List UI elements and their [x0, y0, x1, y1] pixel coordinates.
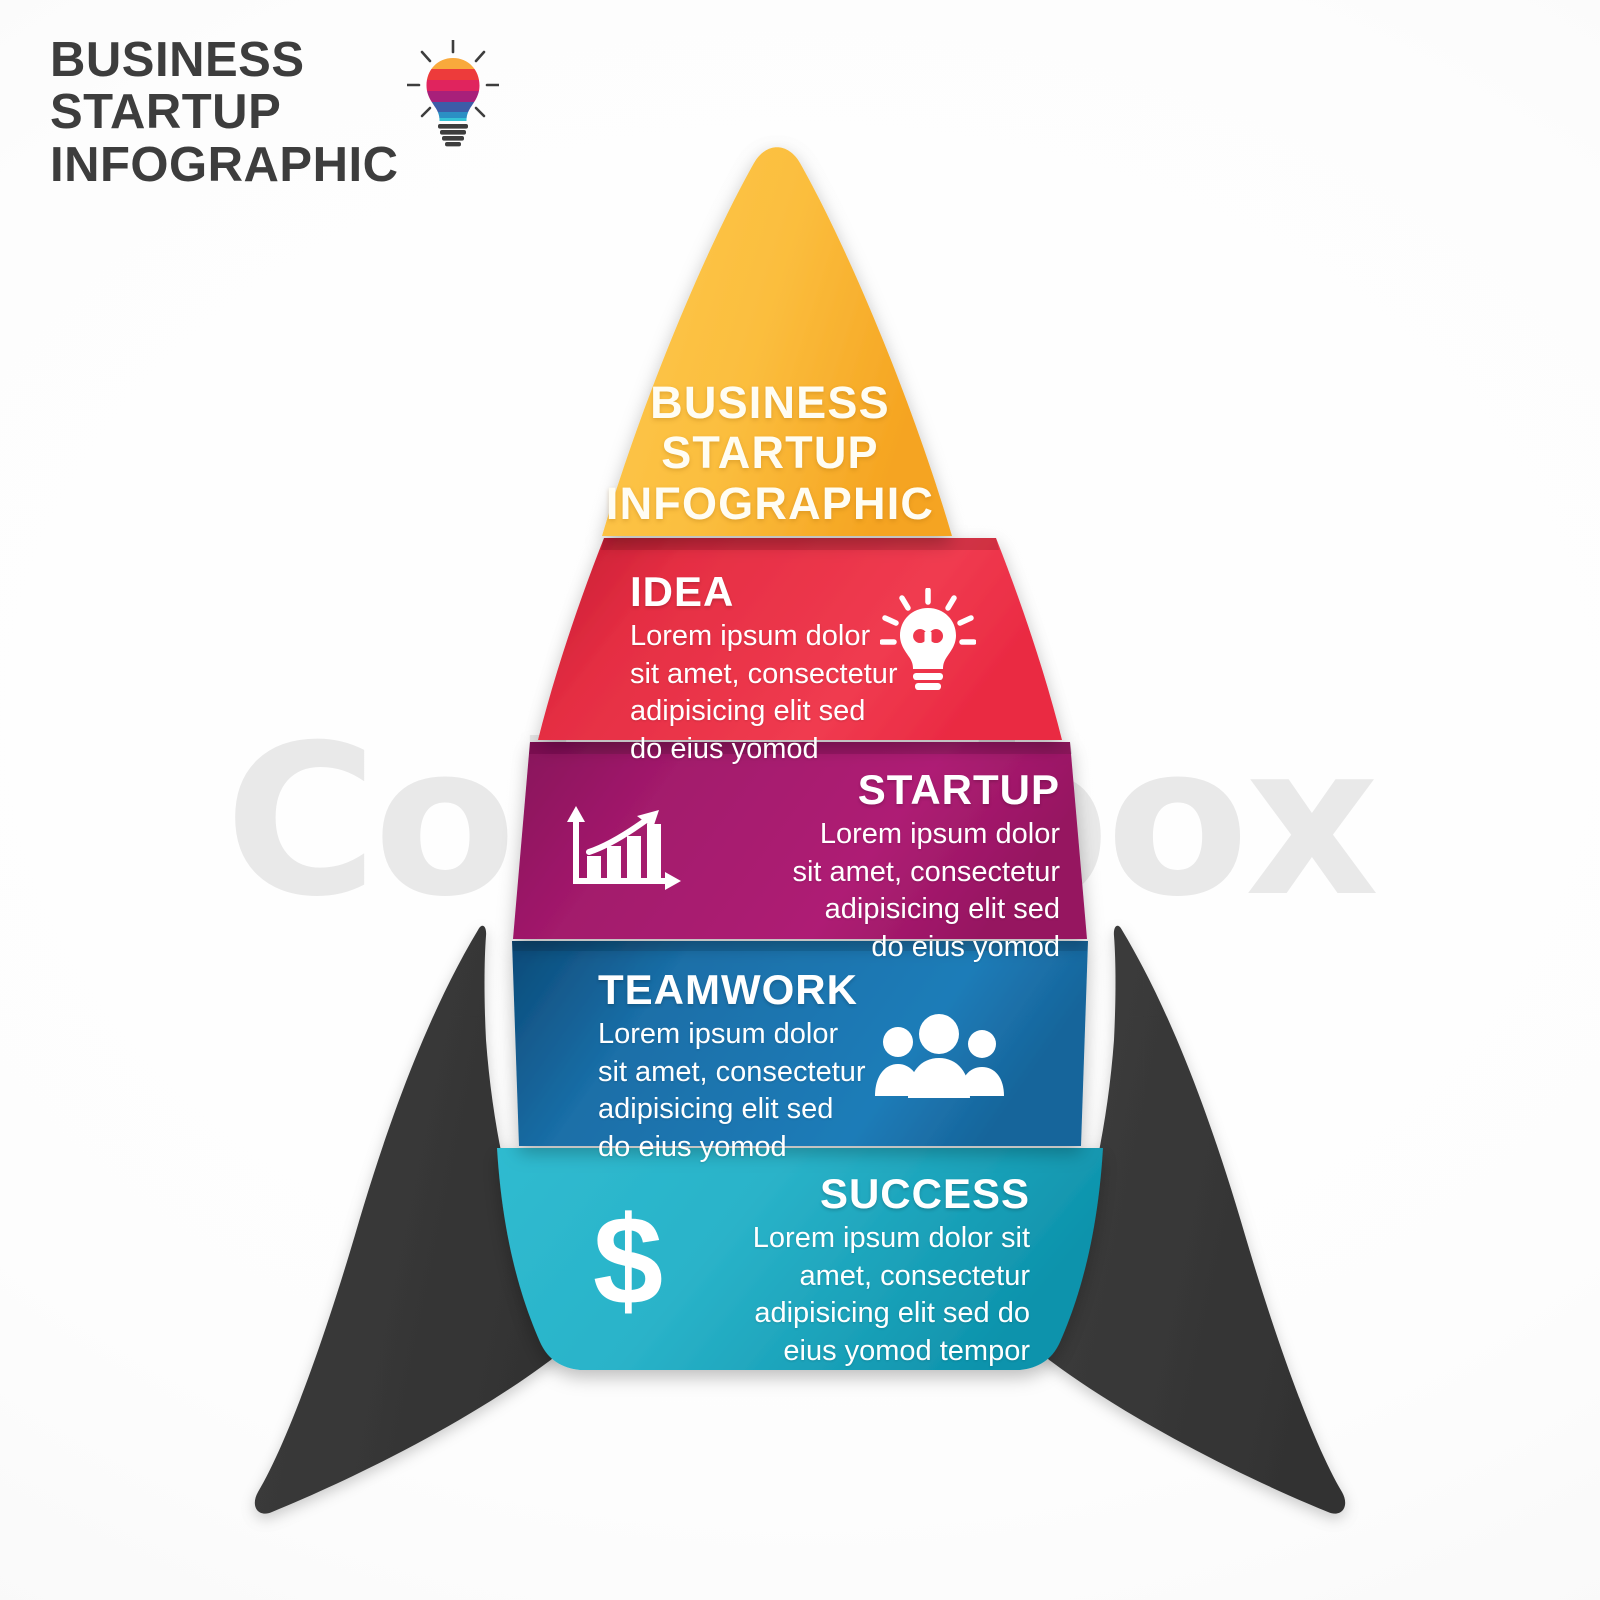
- band-teamwork-body: Lorem ipsum dolor sit amet, consectetur …: [598, 1018, 866, 1164]
- band-success-text: SUCCESS Lorem ipsum dolor sit amet, cons…: [650, 1170, 1030, 1371]
- nose-cone-title: BUSINESS STARTUP INFOGRAPHIC: [605, 377, 935, 529]
- band-teamwork-text: TEAMWORK Lorem ipsum dolor sit amet, con…: [598, 966, 938, 1167]
- band-startup[interactable]: [513, 742, 1087, 939]
- lightbulb-icon: [879, 587, 977, 701]
- bar-chart-growth-icon: [565, 800, 683, 905]
- band-startup-body: Lorem ipsum dolor sit amet, consectetur …: [792, 818, 1060, 964]
- band-success-title: SUCCESS: [819, 1170, 1030, 1217]
- band-startup-text: STARTUP Lorem ipsum dolor sit amet, cons…: [700, 766, 1060, 967]
- lightbulb-icon: [405, 38, 500, 153]
- band-idea-body: Lorem ipsum dolor sit amet, consectetur …: [630, 620, 898, 766]
- nose-cone[interactable]: [602, 147, 952, 536]
- band-idea-text: IDEA Lorem ipsum dolor sit amet, consect…: [630, 568, 970, 769]
- rocket-fin-right: [1039, 925, 1346, 1514]
- rocket-fin-left: [254, 925, 561, 1514]
- dollar-sign-icon: $: [580, 1190, 676, 1331]
- svg-text:$: $: [593, 1200, 663, 1324]
- logo-title: BUSINESS STARTUP INFOGRAPHIC: [50, 33, 399, 192]
- band-success[interactable]: [497, 1148, 1103, 1370]
- header-logo: BUSINESS STARTUP INFOGRAPHIC: [50, 33, 500, 192]
- band-startup-title: STARTUP: [857, 766, 1060, 813]
- band-teamwork-title: TEAMWORK: [598, 966, 858, 1013]
- people-group-icon: [872, 1012, 1006, 1105]
- band-idea-title: IDEA: [630, 568, 735, 615]
- band-success-body: Lorem ipsum dolor sit amet, consectetur …: [752, 1222, 1030, 1368]
